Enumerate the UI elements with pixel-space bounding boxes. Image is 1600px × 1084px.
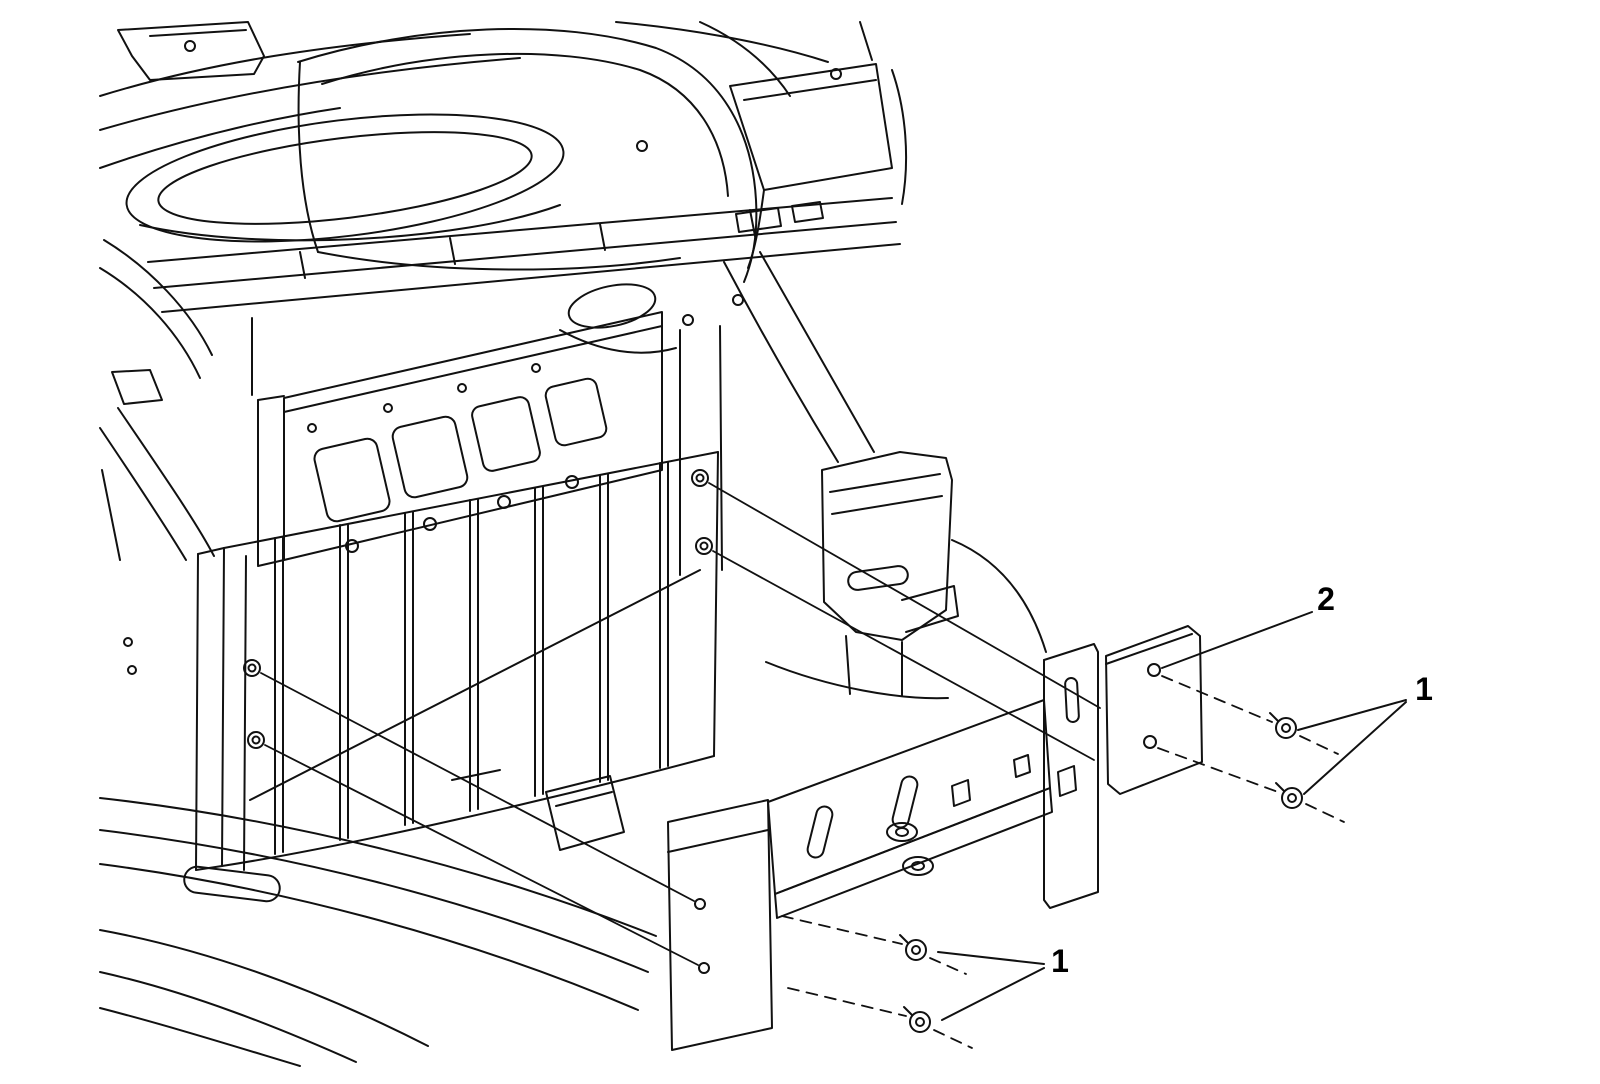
callouts: 2 1 1 <box>1051 581 1433 979</box>
bolt-part1-bottom-lower <box>903 1006 931 1033</box>
ribbed-panel <box>195 451 719 871</box>
bolt-part1-right-lower <box>1275 782 1303 809</box>
callout-leader-lines <box>937 611 1407 1021</box>
callout-2-label: 2 <box>1317 581 1335 617</box>
callout-1-right-label: 1 <box>1415 671 1433 707</box>
bracket-plate-part2 <box>1105 625 1203 795</box>
bumper-beam <box>765 451 1047 700</box>
body-bolt-left-2 <box>247 731 265 749</box>
dashed-centerlines <box>781 675 1345 1049</box>
body-bolt-upper-1 <box>691 469 709 487</box>
lower-fascia <box>99 637 657 1067</box>
bolt-part1-right-upper <box>1269 712 1297 739</box>
bolt-part1-bottom-upper <box>899 934 927 961</box>
vehicle-body-structure <box>99 21 908 576</box>
mounting-bracket <box>667 643 1099 1051</box>
body-bolt-upper-2 <box>695 537 713 555</box>
callout-1-bottom-label: 1 <box>1051 943 1069 979</box>
rear-panel <box>257 311 663 567</box>
bolt-axis-lines <box>260 482 1101 966</box>
body-bolt-left-1 <box>243 659 261 677</box>
